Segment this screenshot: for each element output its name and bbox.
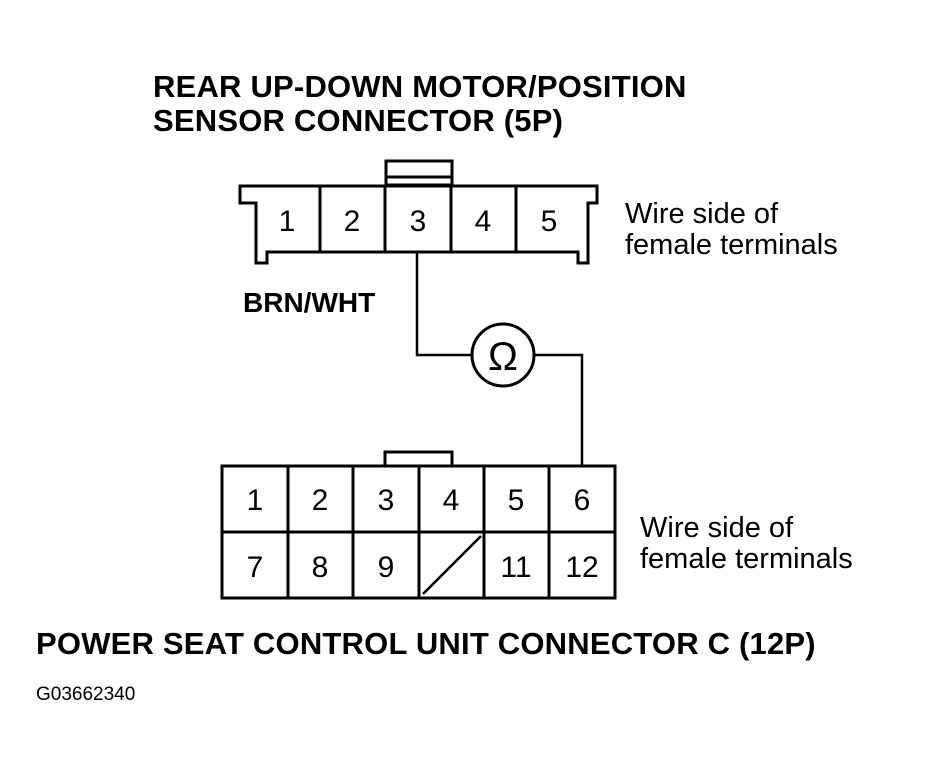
figure-id: G03662340 xyxy=(36,684,136,705)
lower-connector-lock-tab xyxy=(383,450,454,468)
upper-terminal-3: 3 xyxy=(410,205,427,238)
upper-connector-title-line2: SENSOR CONNECTOR (5P) xyxy=(153,103,564,138)
lower-connector-terminals: 1 2 3 4 5 6 7 8 9 11 12 xyxy=(247,484,599,584)
lower-terminal-1: 1 xyxy=(247,484,264,517)
upper-terminal-4: 4 xyxy=(475,205,492,238)
lower-terminal-7: 7 xyxy=(247,551,264,584)
lower-connector xyxy=(220,450,617,600)
unused-cavity-slash xyxy=(422,535,482,595)
lower-terminal-12: 12 xyxy=(565,551,598,584)
lower-terminal-6: 6 xyxy=(574,484,591,517)
lead-from-upper-terminal-3 xyxy=(415,252,471,357)
upper-connector-terminals: 1 2 3 4 5 xyxy=(279,205,558,238)
upper-connector-lock-tab xyxy=(384,159,454,187)
lower-terminal-8: 8 xyxy=(312,551,329,584)
upper-connector-housing xyxy=(238,184,599,265)
ohmmeter-icon: Ω xyxy=(470,322,536,388)
lower-side-note-line1: Wire side of xyxy=(640,512,794,544)
upper-terminal-2: 2 xyxy=(344,205,361,238)
upper-side-note-line2: female terminals xyxy=(625,229,838,261)
upper-side-note-line1: Wire side of xyxy=(625,198,779,230)
ohm-symbol: Ω xyxy=(488,335,518,379)
upper-terminal-5: 5 xyxy=(541,205,558,238)
lower-terminal-4: 4 xyxy=(443,484,460,517)
test-leads xyxy=(415,252,584,466)
lower-side-note-line2: female terminals xyxy=(640,543,853,575)
lower-terminal-5: 5 xyxy=(508,484,525,517)
upper-connector-title-line1: REAR UP-DOWN MOTOR/POSITION xyxy=(153,69,687,104)
lower-connector-title: POWER SEAT CONTROL UNIT CONNECTOR C (12P… xyxy=(36,626,816,661)
upper-connector-title: REAR UP-DOWN MOTOR/POSITION SENSOR CONNE… xyxy=(153,70,687,138)
lower-terminal-2: 2 xyxy=(312,484,329,517)
upper-terminal-1: 1 xyxy=(279,205,296,238)
wire-color-label: BRN/WHT xyxy=(243,287,376,318)
lower-connector-side-note: Wire side of female terminals xyxy=(640,513,853,575)
upper-connector xyxy=(238,159,599,265)
lead-to-lower-terminal-6 xyxy=(535,353,584,466)
lower-terminal-3: 3 xyxy=(378,484,395,517)
lower-terminal-11: 11 xyxy=(500,551,531,584)
upper-connector-side-note: Wire side of female terminals xyxy=(625,199,838,261)
lower-terminal-9: 9 xyxy=(378,551,395,584)
